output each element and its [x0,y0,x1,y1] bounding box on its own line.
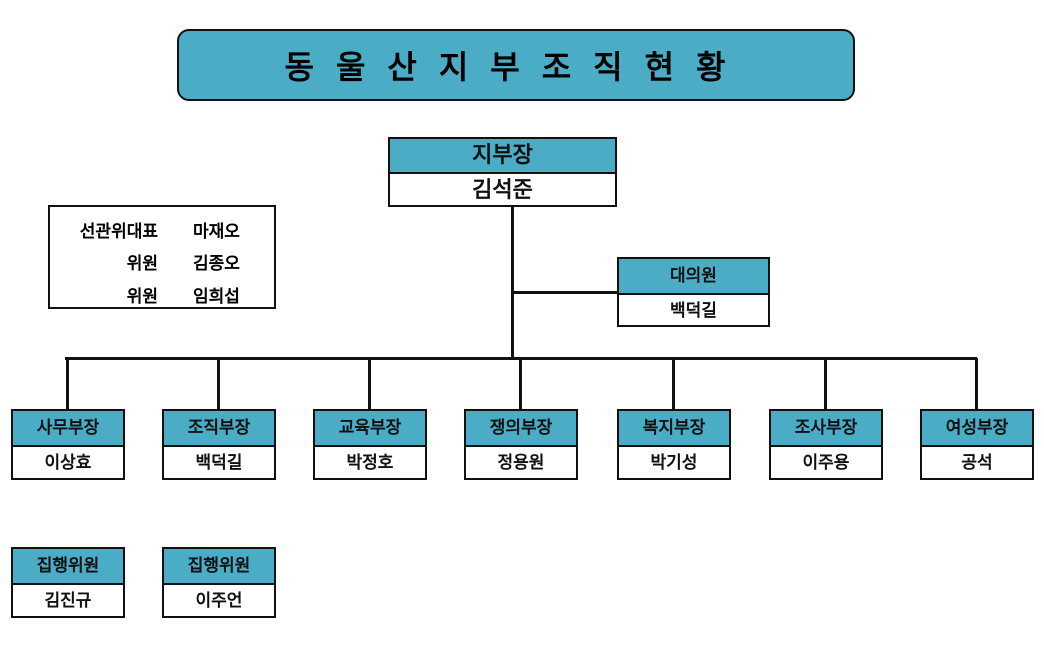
head-role: 지부장 [390,139,615,174]
department-name: 공석 [961,453,993,473]
committee-row: 선관위대표 마재오 [50,217,274,247]
delegate-name: 백덕길 [670,301,717,321]
connector-line [368,358,371,410]
connector-line [824,358,827,410]
committee-role: 위원 [126,254,158,274]
executive-role: 집행위원 [164,549,274,585]
delegate-role: 대의원 [619,259,768,295]
department-role: 여성부장 [922,411,1032,447]
executive-name: 이주언 [195,591,243,611]
committee-row: 위원 임희섭 [50,282,274,312]
department-name: 박기성 [650,453,698,473]
committee-role: 선관위대표 [79,222,158,242]
department-role: 쟁의부장 [466,411,576,447]
connector-line [672,358,675,410]
department-role: 사무부장 [13,411,123,447]
committee-name: 김종오 [193,254,240,274]
connector-line [511,207,514,360]
connector-line [519,358,522,410]
department-name: 이상효 [44,453,92,473]
head-name: 김석준 [472,178,533,203]
committee-name: 임희섭 [193,287,240,307]
head-box: 지부장 김석준 [388,137,617,207]
department-name: 이주용 [802,453,850,473]
committee-box: 선관위대표 마재오 위원 김종오 위원 임희섭 [48,205,276,309]
department-role: 복지부장 [619,411,729,447]
delegate-box: 대의원 백덕길 [617,257,770,327]
executive-role: 집행위원 [13,549,123,585]
connector-line [975,358,978,410]
connector-line [511,291,617,294]
department-name: 백덕길 [195,453,243,473]
chart-title: 동울산지부조직현황 [177,29,855,101]
committee-name: 마재오 [193,222,240,242]
committee-role: 위원 [126,287,158,307]
department-role: 교육부장 [315,411,425,447]
department-name: 박정호 [346,453,394,473]
committee-row: 위원 김종오 [50,249,274,279]
connector-line [217,358,220,410]
connector-line [66,358,69,410]
executive-name: 김진규 [44,591,92,611]
department-role: 조직부장 [164,411,274,447]
department-name: 정용원 [497,453,545,473]
department-role: 조사부장 [771,411,881,447]
